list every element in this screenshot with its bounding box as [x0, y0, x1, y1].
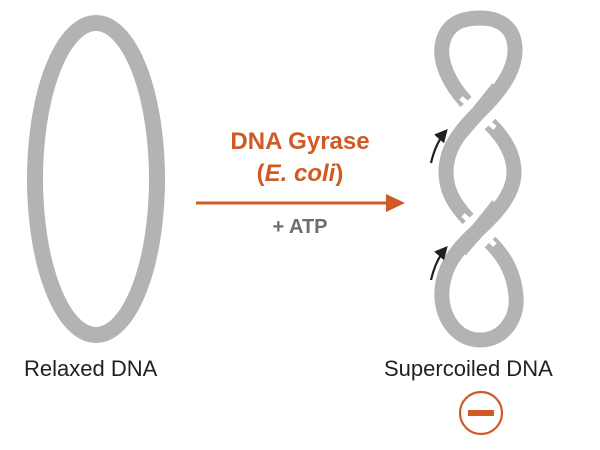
- enzyme-name: DNA Gyrase: [230, 128, 370, 155]
- organism-name: E. coli: [264, 160, 336, 187]
- enzyme-label: DNA Gyrase (E. coli): [190, 126, 410, 190]
- negative-supercoil-icon: [458, 390, 504, 436]
- relaxed-dna-ring: [27, 15, 165, 343]
- relaxed-dna-label: Relaxed DNA: [24, 356, 158, 381]
- rotation-arrow-upper: [429, 129, 448, 164]
- supercoiled-dna: [434, 10, 524, 348]
- cofactor-label: + ATP: [272, 216, 328, 238]
- reaction-arrow: [196, 194, 405, 212]
- organism-label: (E. coli): [256, 160, 344, 187]
- supercoiled-dna-label: Supercoiled DNA: [384, 356, 553, 381]
- rotation-arrow-lower: [429, 246, 448, 281]
